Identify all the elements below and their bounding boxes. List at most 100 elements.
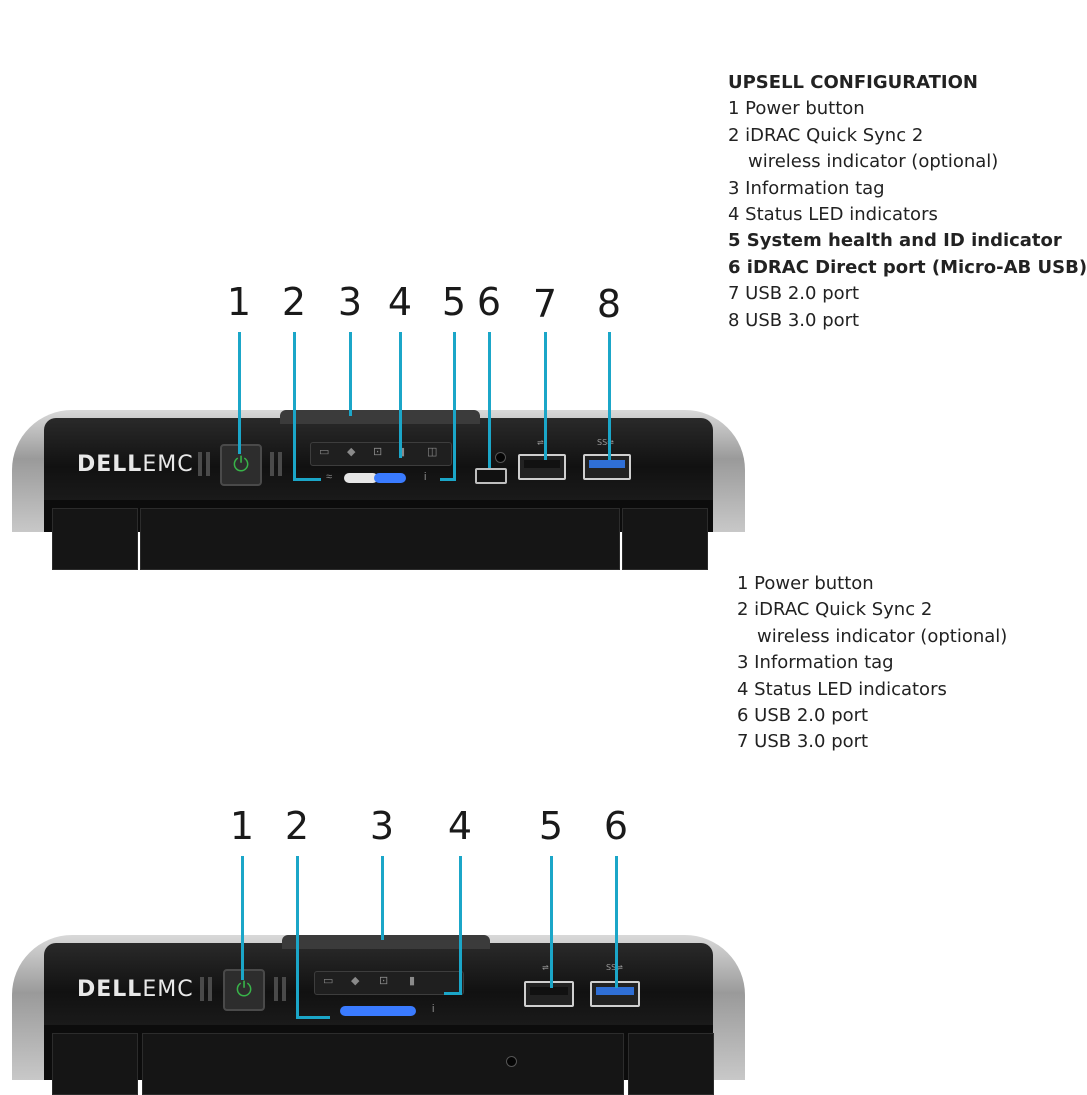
vent-slot [208,977,212,1001]
leader-line [241,856,244,980]
legend-item: 5 System health and ID indicator [728,230,1062,252]
information-tag[interactable] [280,410,480,424]
callout-number: 1 [226,280,252,324]
memory-icon: ◫ [427,446,438,458]
leader-line [440,478,456,481]
bay-cover [52,1033,138,1095]
id-indicator [495,452,506,463]
leader-line [544,332,547,460]
legend-item: 4 Status LED indicators [728,204,938,226]
legend-item: 8 USB 3.0 port [728,309,860,331]
wireless-icon: ≈ [326,471,333,483]
leader-line [293,332,296,478]
thermal-icon: ▮ [399,446,406,458]
legend-item: 6 USB 2.0 port [737,705,869,727]
callout-number: 3 [337,280,363,324]
vent-slot [270,452,274,476]
callout-number: 2 [284,804,310,848]
vent-slot [200,977,204,1001]
temperature-icon: ◆ [347,446,356,458]
callout-number: 3 [369,804,395,848]
leader-line [296,856,299,1018]
power-button[interactable]: ⏻ [220,444,262,486]
legend-upsell: UPSELL CONFIGURATION 1 Power button 2 iD… [728,70,1087,334]
legend-item: 3 Information tag [728,177,885,199]
leader-line [349,332,352,416]
usb-3-symbol-icon: SS⇌ [606,963,623,972]
drive-icon: ▭ [319,446,330,458]
bay-cover [628,1033,714,1095]
callout-number: 5 [441,280,467,324]
leader-line [453,332,456,478]
vent-slot [274,977,278,1001]
leader-line [399,332,402,458]
system-health-indicator [340,1006,416,1016]
legend-item: 2 iDRAC Quick Sync 2 [737,599,933,621]
legend-title: UPSELL CONFIGURATION [728,72,978,93]
bay-cover [52,508,138,570]
legend-item: 2 iDRAC Quick Sync 2 [728,124,924,146]
legend-item: 3 Information tag [737,652,894,674]
leader-line [615,856,618,988]
legend-item: 1 Power button [737,573,874,594]
callout-number: 7 [532,282,558,326]
legend-item: 7 USB 2.0 port [728,283,860,305]
power-button[interactable]: ⏻ [223,969,265,1011]
leader-line [459,856,462,994]
usb-3-symbol-icon: SS⇌ [597,438,614,447]
usb-2-port[interactable] [524,981,574,1007]
legend-standard: 1 Power button 2 iDRAC Quick Sync 2 wire… [737,571,1007,756]
dell-emc-logo: DELLEMC [77,977,194,1002]
legend-item: 7 USB 3.0 port [737,731,869,753]
callout-number: 1 [229,804,255,848]
legend-item: 6 iDRAC Direct port (Micro-AB USB) [728,256,1087,278]
vent-slot [198,452,202,476]
idrac-direct-port[interactable] [475,468,507,484]
leader-line [608,332,611,460]
usb-3-port[interactable] [583,454,631,480]
leader-line [550,856,553,988]
optical-drive-led [506,1056,517,1067]
callout-number: 2 [281,280,307,324]
information-tag[interactable] [282,935,490,949]
legend-item: 1 Power button [728,98,865,120]
leader-line [381,856,384,940]
callout-number: 6 [603,804,629,848]
legend-item: wireless indicator (optional) [748,151,999,173]
quick-sync-indicator [344,473,378,483]
callout-number: 6 [476,280,502,324]
vent-slot [206,452,210,476]
vent-slot [282,977,286,1001]
drive-icon: ▭ [323,975,334,987]
usb-2-port[interactable] [518,454,566,480]
temperature-icon: ◆ [351,975,360,987]
electrical-icon: ⊡ [379,975,389,987]
usb-symbol-icon: ⇌ [542,963,549,972]
thermal-icon: ▮ [409,975,416,987]
dell-emc-logo: DELLEMC [77,452,194,477]
leader-line [488,332,491,468]
leader-line [444,992,462,995]
leader-line [238,332,241,454]
status-led-panel: ▭ ◆ ⊡ ▮ ◫ [310,442,452,466]
server-front-panel-standard: DELLEMC ⏻ ▭ ◆ ⊡ ▮ i ⇌ SS⇌ [12,935,745,1095]
electrical-icon: ⊡ [373,446,383,458]
status-led-panel: ▭ ◆ ⊡ ▮ [314,971,464,995]
callout-number: 5 [538,804,564,848]
info-icon: i [432,1003,435,1015]
legend-item: 4 Status LED indicators [737,678,947,700]
optical-bay [142,1033,624,1095]
callout-number: 8 [596,282,622,326]
callout-number: 4 [387,280,413,324]
usb-symbol-icon: ⇌ [537,438,544,447]
leader-line [293,478,321,481]
system-health-indicator [374,473,406,483]
power-icon: ⏻ [233,454,249,476]
info-icon: i [424,471,427,483]
leader-line [296,1016,330,1019]
power-icon: ⏻ [236,979,252,1001]
bay-cover [622,508,708,570]
server-front-panel-upsell: DELLEMC ⏻ ▭ ◆ ⊡ ▮ ◫ ≈ i ⇌ SS⇌ [12,410,745,570]
callout-number: 4 [447,804,473,848]
vent-slot [278,452,282,476]
